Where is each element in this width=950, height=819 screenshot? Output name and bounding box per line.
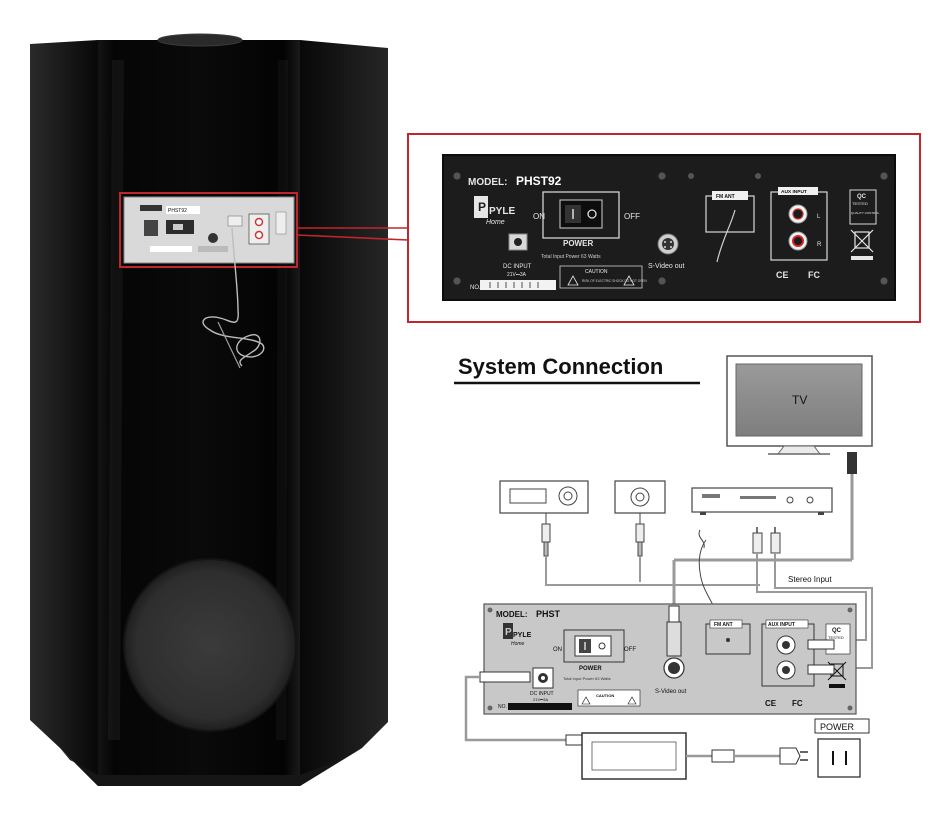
svg-text:P: P (505, 627, 512, 638)
wall-outlet: POWER (814, 718, 870, 778)
weee-bin-icon (850, 229, 874, 260)
zoom-fm-antenna: FM ANT (705, 191, 755, 263)
diagram-no-label: NO. (498, 704, 507, 710)
diagram-brand-sub: Home (511, 641, 525, 647)
zoom-total-power: Total Input Power 63 Watts (541, 254, 601, 260)
zoom-qc-badge: QC TESTED QUALITY CONTROL (849, 189, 880, 260)
diagram-aux-label: AUX INPUT (768, 622, 795, 628)
diagram-power-switch: ON OFF POWER Total Input Power 63 Watts (553, 629, 636, 681)
tv-label: TV (792, 393, 807, 407)
zoom-serial-label: NO. (470, 280, 556, 291)
diagram-brand: PYLE (513, 632, 532, 639)
diagram-model-value: PHST (536, 609, 561, 619)
speaker-model-small: PHST92 (168, 208, 187, 214)
source-device-player (614, 480, 666, 514)
zoom-caution: CAUTION (585, 269, 608, 275)
diagram-pyle-logo: P PYLE Home (503, 623, 532, 647)
diagram-rca-plugs (807, 639, 835, 675)
ac-power-cord (686, 747, 808, 765)
zoom-caution-label: CAUTION RISK OF ELECTRIC SHOCK DO NOT OP… (559, 265, 647, 289)
diagram-qc-2: TESTED (828, 635, 844, 640)
diagram-dc-input: DC INPUT 21V⎓3A (530, 667, 554, 702)
panel-highlight-box (119, 192, 298, 268)
zoom-fm-label: FM ANT (716, 194, 735, 200)
tv-svideo-cable (672, 452, 857, 608)
diagram-aux-input: AUX INPUT CE FC (761, 619, 815, 708)
subwoofer-grille (123, 558, 297, 732)
stereo-input-label: Stereo Input (788, 575, 832, 584)
outlet-power-label: POWER (820, 722, 855, 732)
svg-text:P: P (478, 200, 486, 214)
zoom-ce-mark: CE (776, 270, 789, 280)
zoom-dc-label: DC INPUT (503, 264, 532, 270)
zoom-power-switch: ON OFF POWER Total Input Power 63 Watts (533, 191, 640, 260)
diagram-caution: CAUTION (596, 693, 614, 698)
zoom-caution-text: RISK OF ELECTRIC SHOCK DO NOT OPEN (582, 279, 647, 283)
diagram-qc-1: QC (832, 628, 842, 634)
zoom-svideo-port: S-Video out (648, 233, 685, 270)
diagram-switch-on: ON (553, 647, 562, 653)
zoom-aux-label: AUX INPUT (781, 189, 807, 195)
diagram-dc-rating: 21V⎓3A (533, 697, 549, 702)
zoom-aux-input: AUX INPUT L R CE FC (770, 187, 828, 280)
zoom-switch-off: OFF (624, 212, 640, 221)
diagram-svideo-port: S-Video out (655, 605, 687, 695)
source-device-radio (499, 480, 589, 514)
zoom-brand: PYLE (489, 206, 515, 217)
power-adapter (581, 732, 687, 780)
zoom-brand-sub: Home (486, 219, 505, 226)
zoom-ch-l: L (817, 214, 821, 220)
diagram-model-label: MODEL: (496, 610, 528, 619)
diagram-svideo-label: S-Video out (655, 689, 687, 695)
diagram-switch-off: OFF (624, 647, 636, 653)
zoom-dc-rating: 21V⎓3A (507, 272, 527, 278)
diagram-caution-label: CAUTION (577, 689, 641, 707)
zoom-power-label: POWER (563, 239, 593, 248)
zoom-model-value: PHST92 (516, 174, 562, 188)
diagram-power-label: POWER (579, 666, 602, 672)
zoom-model-label: MODEL: (468, 177, 507, 188)
antenna-wire-tower (202, 227, 265, 367)
diagram-dc-label: DC INPUT (530, 691, 554, 697)
zoom-svideo-label: S-Video out (648, 263, 685, 270)
zoom-connector-lines (296, 227, 409, 241)
zoom-no-label: NO. (470, 285, 481, 291)
speaker-rear-panel: PHST92 (123, 196, 295, 264)
pyle-logo: P PYLE Home (474, 196, 515, 226)
zoom-switch-on: ON (533, 212, 545, 221)
zoom-panel: MODEL: PHST92 P PYLE Home ON OFF POWER T… (442, 154, 896, 301)
diagram-fm-ant: FM ANT (705, 619, 751, 655)
tv-device: TV (726, 355, 873, 455)
diagram-serial-label (508, 703, 572, 710)
zoom-ch-r: R (817, 242, 822, 248)
zoom-qc-2: TESTED (852, 201, 868, 206)
diagram-ce-mark: CE (765, 699, 777, 708)
zoom-dc-input: DC INPUT 21V⎓3A (503, 233, 532, 278)
aux-cable-player (635, 513, 645, 582)
zoom-qc-1: QC (857, 194, 867, 200)
aux-cable-radio (541, 513, 760, 586)
source-device-dvd (691, 487, 833, 515)
diagram-fc-mark: FC (792, 699, 803, 708)
zoom-qc-3: QUALITY CONTROL (851, 211, 880, 215)
diagram-rear-panel: MODEL: PHST P PYLE Home ON OFF POWER Tot… (483, 603, 857, 715)
rca-cables-dvd: Stereo Input (752, 527, 873, 669)
diagram-total-power: Total Input Power 63 Watts (563, 676, 611, 681)
dc-power-cable (464, 671, 583, 746)
diagram-fm-label: FM ANT (714, 622, 733, 628)
zoom-fc-mark: FC (808, 270, 820, 280)
system-connection-heading: System Connection (458, 354, 663, 379)
